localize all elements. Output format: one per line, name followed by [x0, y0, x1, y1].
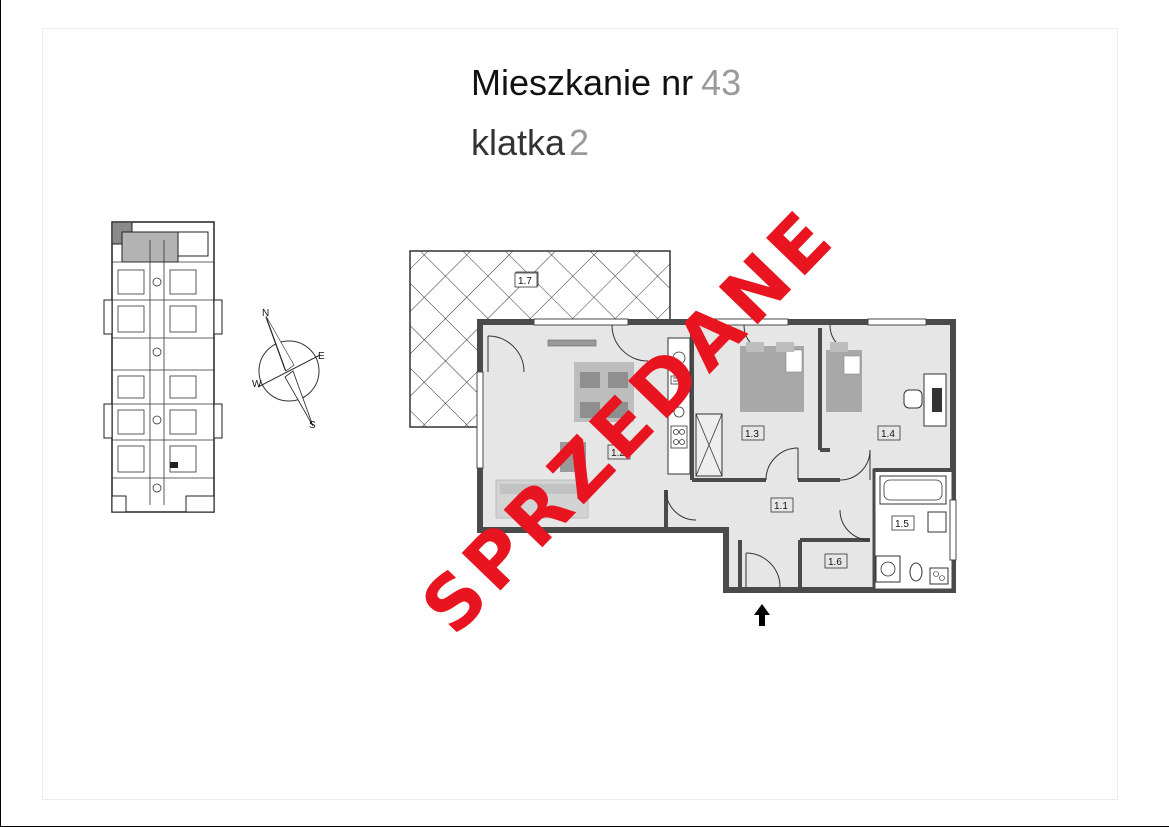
room-label-1-2: 1.2: [611, 448, 625, 459]
key-plan: [103, 221, 223, 513]
compass-w: W: [252, 379, 262, 390]
apartment-title-prefix: Mieszkanie nr: [471, 62, 694, 103]
compass-s: S: [309, 420, 316, 431]
apartment-floor: [476, 318, 957, 626]
apartment-number: 43: [701, 62, 742, 103]
compass-n: N: [262, 308, 269, 319]
staircase-number: 2: [569, 122, 590, 163]
room-label-1-5: 1.5: [895, 519, 909, 530]
staircase-prefix: klatka: [471, 122, 566, 163]
room-label-1-1: 1.1: [774, 501, 788, 512]
sheet-border: [42, 28, 1118, 800]
compass-e: E: [318, 351, 325, 362]
room-label-1-3: 1.3: [745, 429, 759, 440]
room-label-1-7: 1.7: [518, 276, 532, 287]
compass-rose: N E S W: [252, 308, 325, 431]
room-labels: 1.7 1.2 1.3 1.4 1.1 1.5 1.6: [514, 272, 915, 569]
room-label-1-6: 1.6: [828, 557, 842, 568]
room-label-1-4: 1.4: [881, 429, 895, 440]
